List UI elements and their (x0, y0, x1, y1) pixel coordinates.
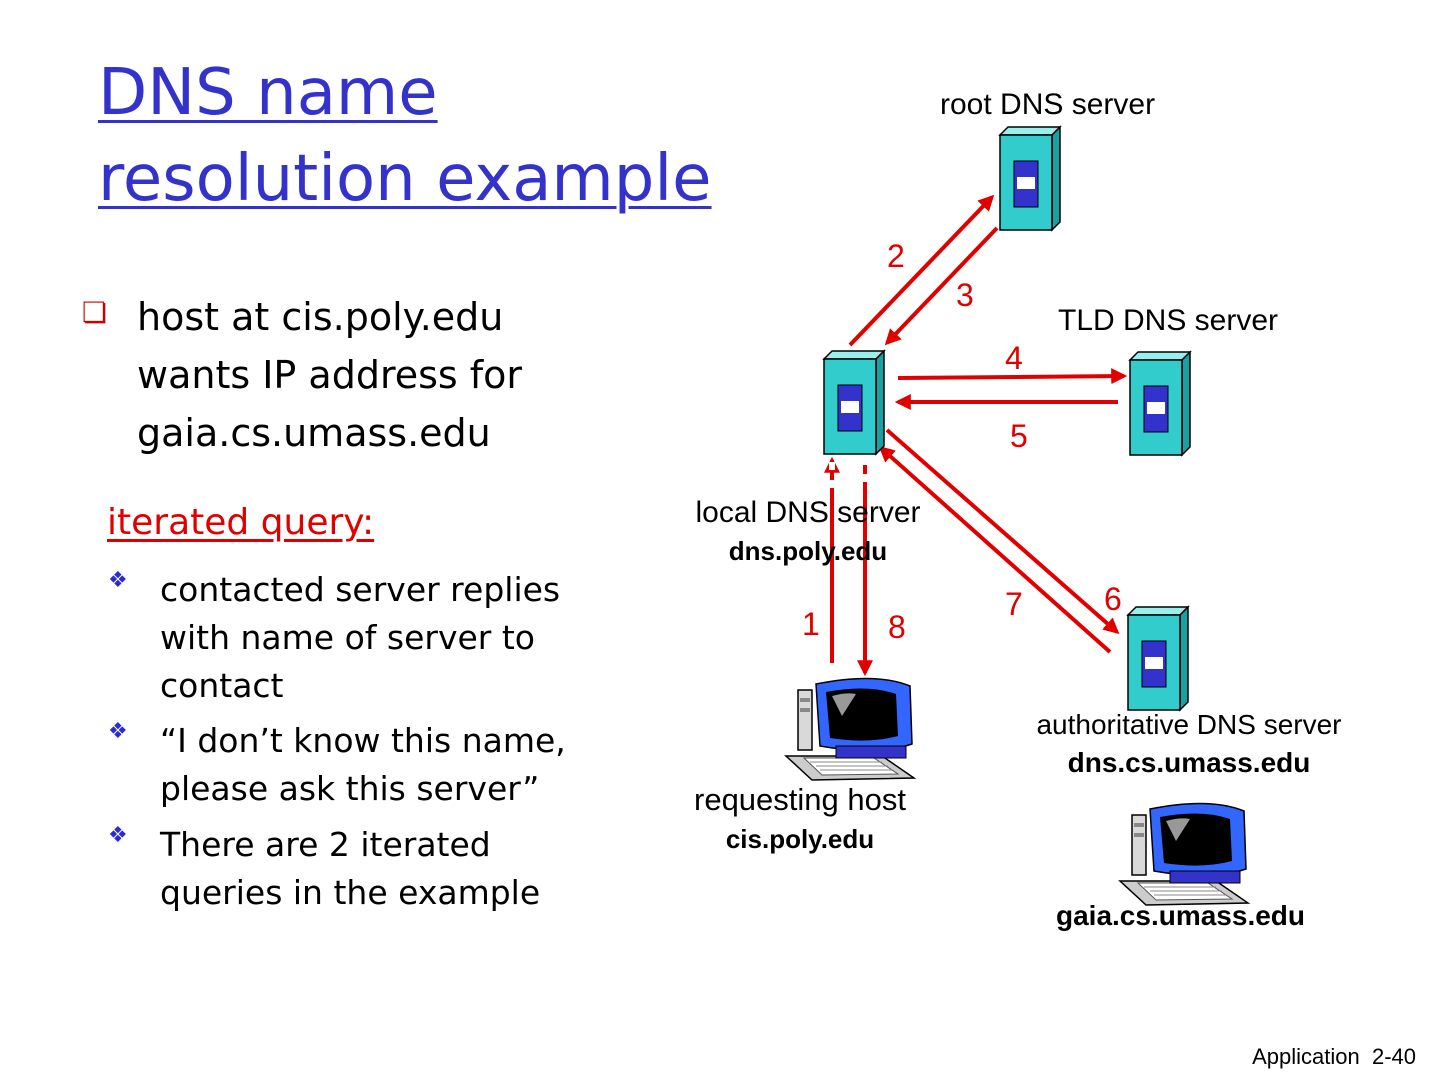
main-bullet-line-1: host at cis.poly.edu (137, 295, 504, 339)
diamond-bullet-icon: ❖ (108, 719, 128, 744)
gaia-host-label: gaia.cs.umass.edu (1056, 900, 1306, 931)
local-server-icon (823, 350, 885, 455)
arrow-7 (878, 445, 1112, 654)
local-server-label: local DNS server dns.poly.edu (672, 495, 944, 571)
authoritative-server-label: authoritative DNS server dns.cs.umass.ed… (1012, 707, 1366, 783)
step-number-7: 7 (1005, 586, 1023, 622)
arrow-2 (848, 194, 995, 347)
step-number-8: 8 (888, 609, 906, 645)
requesting-host-host: cis.poly.edu (725, 824, 875, 854)
sub-bullet-3-line: queries in the example (160, 873, 541, 912)
arrow-3 (884, 226, 999, 346)
step-number-3: 3 (956, 277, 974, 313)
root-server-icon (999, 126, 1061, 231)
title-line-1: DNS name (98, 56, 438, 130)
authoritative-server-host: dns.cs.umass.edu (1067, 747, 1311, 778)
local-server-name: local DNS server (695, 496, 921, 529)
main-bullet-text: host at cis.poly.edu wants IP address fo… (137, 288, 522, 462)
iterated-query-heading: iterated query: (107, 502, 375, 543)
sub-bullet-1-line: contact (160, 666, 284, 705)
sub-bullet-1-line: with name of server to (160, 618, 535, 657)
sub-bullet-2-line: “I don’t know this name, (160, 721, 566, 760)
authoritative-server-name: authoritative DNS server (1036, 709, 1342, 740)
slide-title: DNS name resolution example (98, 50, 712, 222)
main-bullet-line-2: wants IP address for (137, 353, 523, 397)
step-number-1: 1 (802, 606, 820, 642)
arrow-6 (885, 428, 1120, 635)
tld-server-label: TLD DNS server (1058, 304, 1279, 337)
footer-section: Application (1252, 1044, 1360, 1069)
root-server-label: root DNS server (940, 88, 1156, 121)
main-bullet-line-3: gaia.cs.umass.edu (137, 411, 491, 455)
step-number-6: 6 (1104, 581, 1122, 617)
tld-server-icon (1129, 351, 1191, 456)
sub-bullet-1-line: contacted server replies (160, 570, 561, 609)
step-number-5: 5 (1010, 418, 1028, 454)
local-server-host: dns.poly.edu (728, 536, 888, 566)
authoritative-server-icon (1127, 606, 1189, 711)
requesting-host-computer-icon (785, 677, 915, 781)
requesting-host-label: requesting host cis.poly.edu (674, 781, 926, 859)
diamond-bullet-icon: ❖ (108, 568, 128, 593)
sub-bullet-3-line: There are 2 iterated (160, 825, 491, 864)
footer-page-number: 2-40 (1371, 1044, 1416, 1069)
square-bullet-icon: ❏ (82, 296, 108, 329)
step-number-2: 2 (887, 238, 905, 274)
diamond-bullet-icon: ❖ (108, 823, 128, 848)
gaia-computer-icon (1119, 802, 1249, 906)
sub-bullet-2-line: please ask this server” (160, 769, 540, 808)
title-line-2: resolution example (98, 142, 712, 216)
slide-footer: Application 2-40 (1252, 1044, 1416, 1070)
requesting-host-name: requesting host (694, 782, 906, 817)
arrow-4 (897, 368, 1128, 385)
step-number-4: 4 (1005, 340, 1023, 376)
